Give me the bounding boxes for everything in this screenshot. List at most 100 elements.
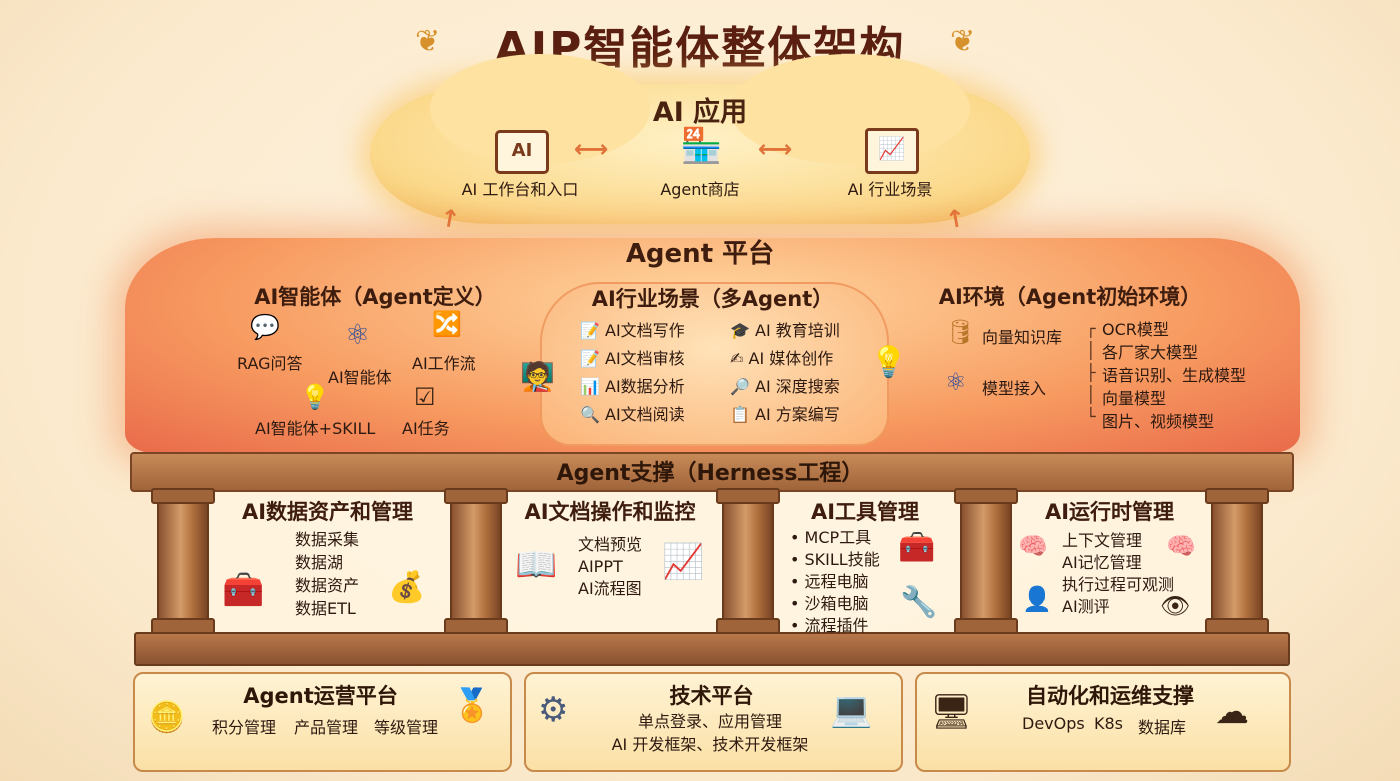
auto-card xyxy=(915,672,1291,772)
runtime-list: 上下文管理 AI记忆管理 执行过程可观测 AI测评 xyxy=(1062,530,1174,618)
support-beam xyxy=(130,452,1294,492)
env-title: AI环境（Agent初始环境） xyxy=(938,285,1202,309)
tech-title: 技术平台 xyxy=(669,684,754,708)
agent-item-rag: RAG问答 xyxy=(237,354,303,373)
data-item: 数据采集 xyxy=(295,530,360,549)
scenes-title: AI行业场景（多Agent） xyxy=(591,287,834,311)
model-item: 语音识别、生成模型 xyxy=(1102,366,1247,385)
workflow-icon: 🔀 xyxy=(432,310,462,338)
tech-line: 单点登录、应用管理 xyxy=(637,712,782,731)
pillar xyxy=(151,488,215,634)
data-title: AI数据资产和管理 xyxy=(241,500,414,524)
data-item: 数据ETL xyxy=(295,599,356,618)
eye-icon: 👁 xyxy=(1160,592,1191,620)
chart-board-icon: 📈 xyxy=(865,128,919,174)
model-item: 各厂家大模型 xyxy=(1102,343,1199,362)
scene-item: 📝 AI文档写作 xyxy=(580,321,685,340)
agent-item-workflow: AI工作流 xyxy=(412,354,476,373)
docs-title: AI文档操作和监控 xyxy=(524,500,696,524)
tools-item: • SKILL技能 xyxy=(790,550,880,569)
ops-item: 等级管理 xyxy=(374,718,439,737)
page-title: AIP智能体整体架构 xyxy=(494,23,906,74)
ai-app-item-store: Agent商店 xyxy=(660,180,740,199)
docs-item: AI流程图 xyxy=(578,579,642,598)
runtime-item: 上下文管理 xyxy=(1062,531,1143,550)
scene-item: 🔍 AI文档阅读 xyxy=(580,405,685,424)
tools-list: • MCP工具 • SKILL技能 • 远程电脑 • 沙箱电脑 • 流程插件 xyxy=(790,527,880,637)
brain-icon: 🧠 xyxy=(1018,532,1048,560)
ai-app-item-workbench: AI 工作台和入口 xyxy=(461,180,579,199)
scenes-right-list: 🎓 AI 教育培训 ✍ AI 媒体创作 🔎 AI 深度搜索 📋 AI 方案编写 xyxy=(730,317,840,429)
model-item: 向量模型 xyxy=(1102,389,1167,408)
ops-title: Agent运营平台 xyxy=(243,684,398,708)
runtime-item: AI测评 xyxy=(1062,597,1110,616)
open-book-icon: 📖 xyxy=(515,545,558,585)
tools-item: • 远程电脑 xyxy=(790,572,869,591)
head-profile-icon: 👤 xyxy=(1022,585,1052,613)
scene-item: 🎓 AI 教育培训 xyxy=(730,321,840,340)
database-icon: 🛢 xyxy=(945,318,976,346)
ai-app-title: AI 应用 xyxy=(652,97,748,128)
tech-line: AI 开发框架、技术开发框架 xyxy=(611,735,809,754)
gears-icon: ⚙ xyxy=(538,690,569,730)
env-model-access: 模型接入 xyxy=(982,379,1047,398)
bay-data xyxy=(205,490,450,632)
scene-item: 📊 AI数据分析 xyxy=(580,377,685,396)
model-item: OCR模型 xyxy=(1102,320,1169,339)
runtime-title: AI运行时管理 xyxy=(1044,500,1175,524)
server-cloud-icon: 🖥 xyxy=(930,692,974,732)
runtime-item: AI记忆管理 xyxy=(1062,553,1142,572)
model-item: 图片、视频模型 xyxy=(1102,412,1215,431)
double-arrow-icon: ⟷ xyxy=(758,135,793,163)
scenes-panel xyxy=(540,282,889,446)
treasure-chest-icon: 💰 xyxy=(388,570,426,605)
person-presenting-icon: 🧑‍🏫 xyxy=(520,360,555,393)
pillar xyxy=(716,488,780,634)
tools-item: • MCP工具 xyxy=(790,528,872,547)
model-bracket: ┌│├│└ xyxy=(1086,319,1096,426)
lightbulb-icon: 💡 xyxy=(300,383,330,411)
chat-bubble-icon: 💬 xyxy=(250,313,280,341)
docs-list: 文档预览 AIPPT AI流程图 xyxy=(578,534,642,600)
brain-icon: 🧠 xyxy=(1166,532,1196,560)
store-icon: 🏪 xyxy=(680,126,723,166)
treasure-chest-icon: 🧰 xyxy=(222,570,265,610)
data-list: 数据采集 数据湖 数据资产 数据ETL xyxy=(295,528,359,620)
ops-card xyxy=(133,672,512,772)
auto-item: DevOps xyxy=(1022,714,1085,733)
ai-window-icon: AI xyxy=(495,130,549,174)
agent-platform-title: Agent 平台 xyxy=(625,239,775,269)
coins-icon: 🪙 xyxy=(148,700,186,735)
atom-icon: ⚛ xyxy=(345,318,371,351)
data-item: 数据湖 xyxy=(295,553,344,572)
model-list: OCR模型 各厂家大模型 语音识别、生成模型 向量模型 图片、视频模型 xyxy=(1102,318,1246,433)
atom-icon: ⚛ xyxy=(945,368,967,396)
data-item: 数据资产 xyxy=(295,576,360,595)
pillar xyxy=(954,488,1018,634)
presentation-chart-icon: 📈 xyxy=(662,542,705,582)
agents-title: AI智能体（Agent定义） xyxy=(254,285,496,309)
docs-item: 文档预览 xyxy=(578,535,643,554)
flourish-right-icon: ❦ xyxy=(950,24,976,59)
ai-app-item-industry: AI 行业场景 xyxy=(847,180,933,199)
code-window-icon: 💻 xyxy=(830,690,873,730)
scene-item: 📝 AI文档审核 xyxy=(580,349,685,368)
scenes-left-list: 📝 AI文档写作 📝 AI文档审核 📊 AI数据分析 🔍 AI文档阅读 xyxy=(580,317,685,429)
scene-item: 🔎 AI 深度搜索 xyxy=(730,377,840,396)
auto-item: 数据库 xyxy=(1138,718,1187,737)
bay-docs xyxy=(498,490,722,632)
toolbox-icon: 🧰 xyxy=(898,530,936,565)
pillar xyxy=(1205,488,1269,634)
agent-item-agent: AI智能体 xyxy=(328,368,392,387)
auto-title: 自动化和运维支撑 xyxy=(1026,684,1194,708)
flourish-left-icon: ❦ xyxy=(415,24,441,59)
ops-item: 产品管理 xyxy=(294,718,359,737)
docs-item: AIPPT xyxy=(578,557,623,576)
auto-item: K8s xyxy=(1094,714,1124,733)
bay-tools xyxy=(770,490,960,632)
scene-item: ✍ AI 媒体创作 xyxy=(730,349,834,368)
env-knowledge: 向量知识库 xyxy=(982,328,1063,347)
agent-item-skill: AI智能体+SKILL xyxy=(255,419,376,438)
bay-runtime xyxy=(1008,490,1211,632)
ai-app-cloud xyxy=(370,54,1030,224)
